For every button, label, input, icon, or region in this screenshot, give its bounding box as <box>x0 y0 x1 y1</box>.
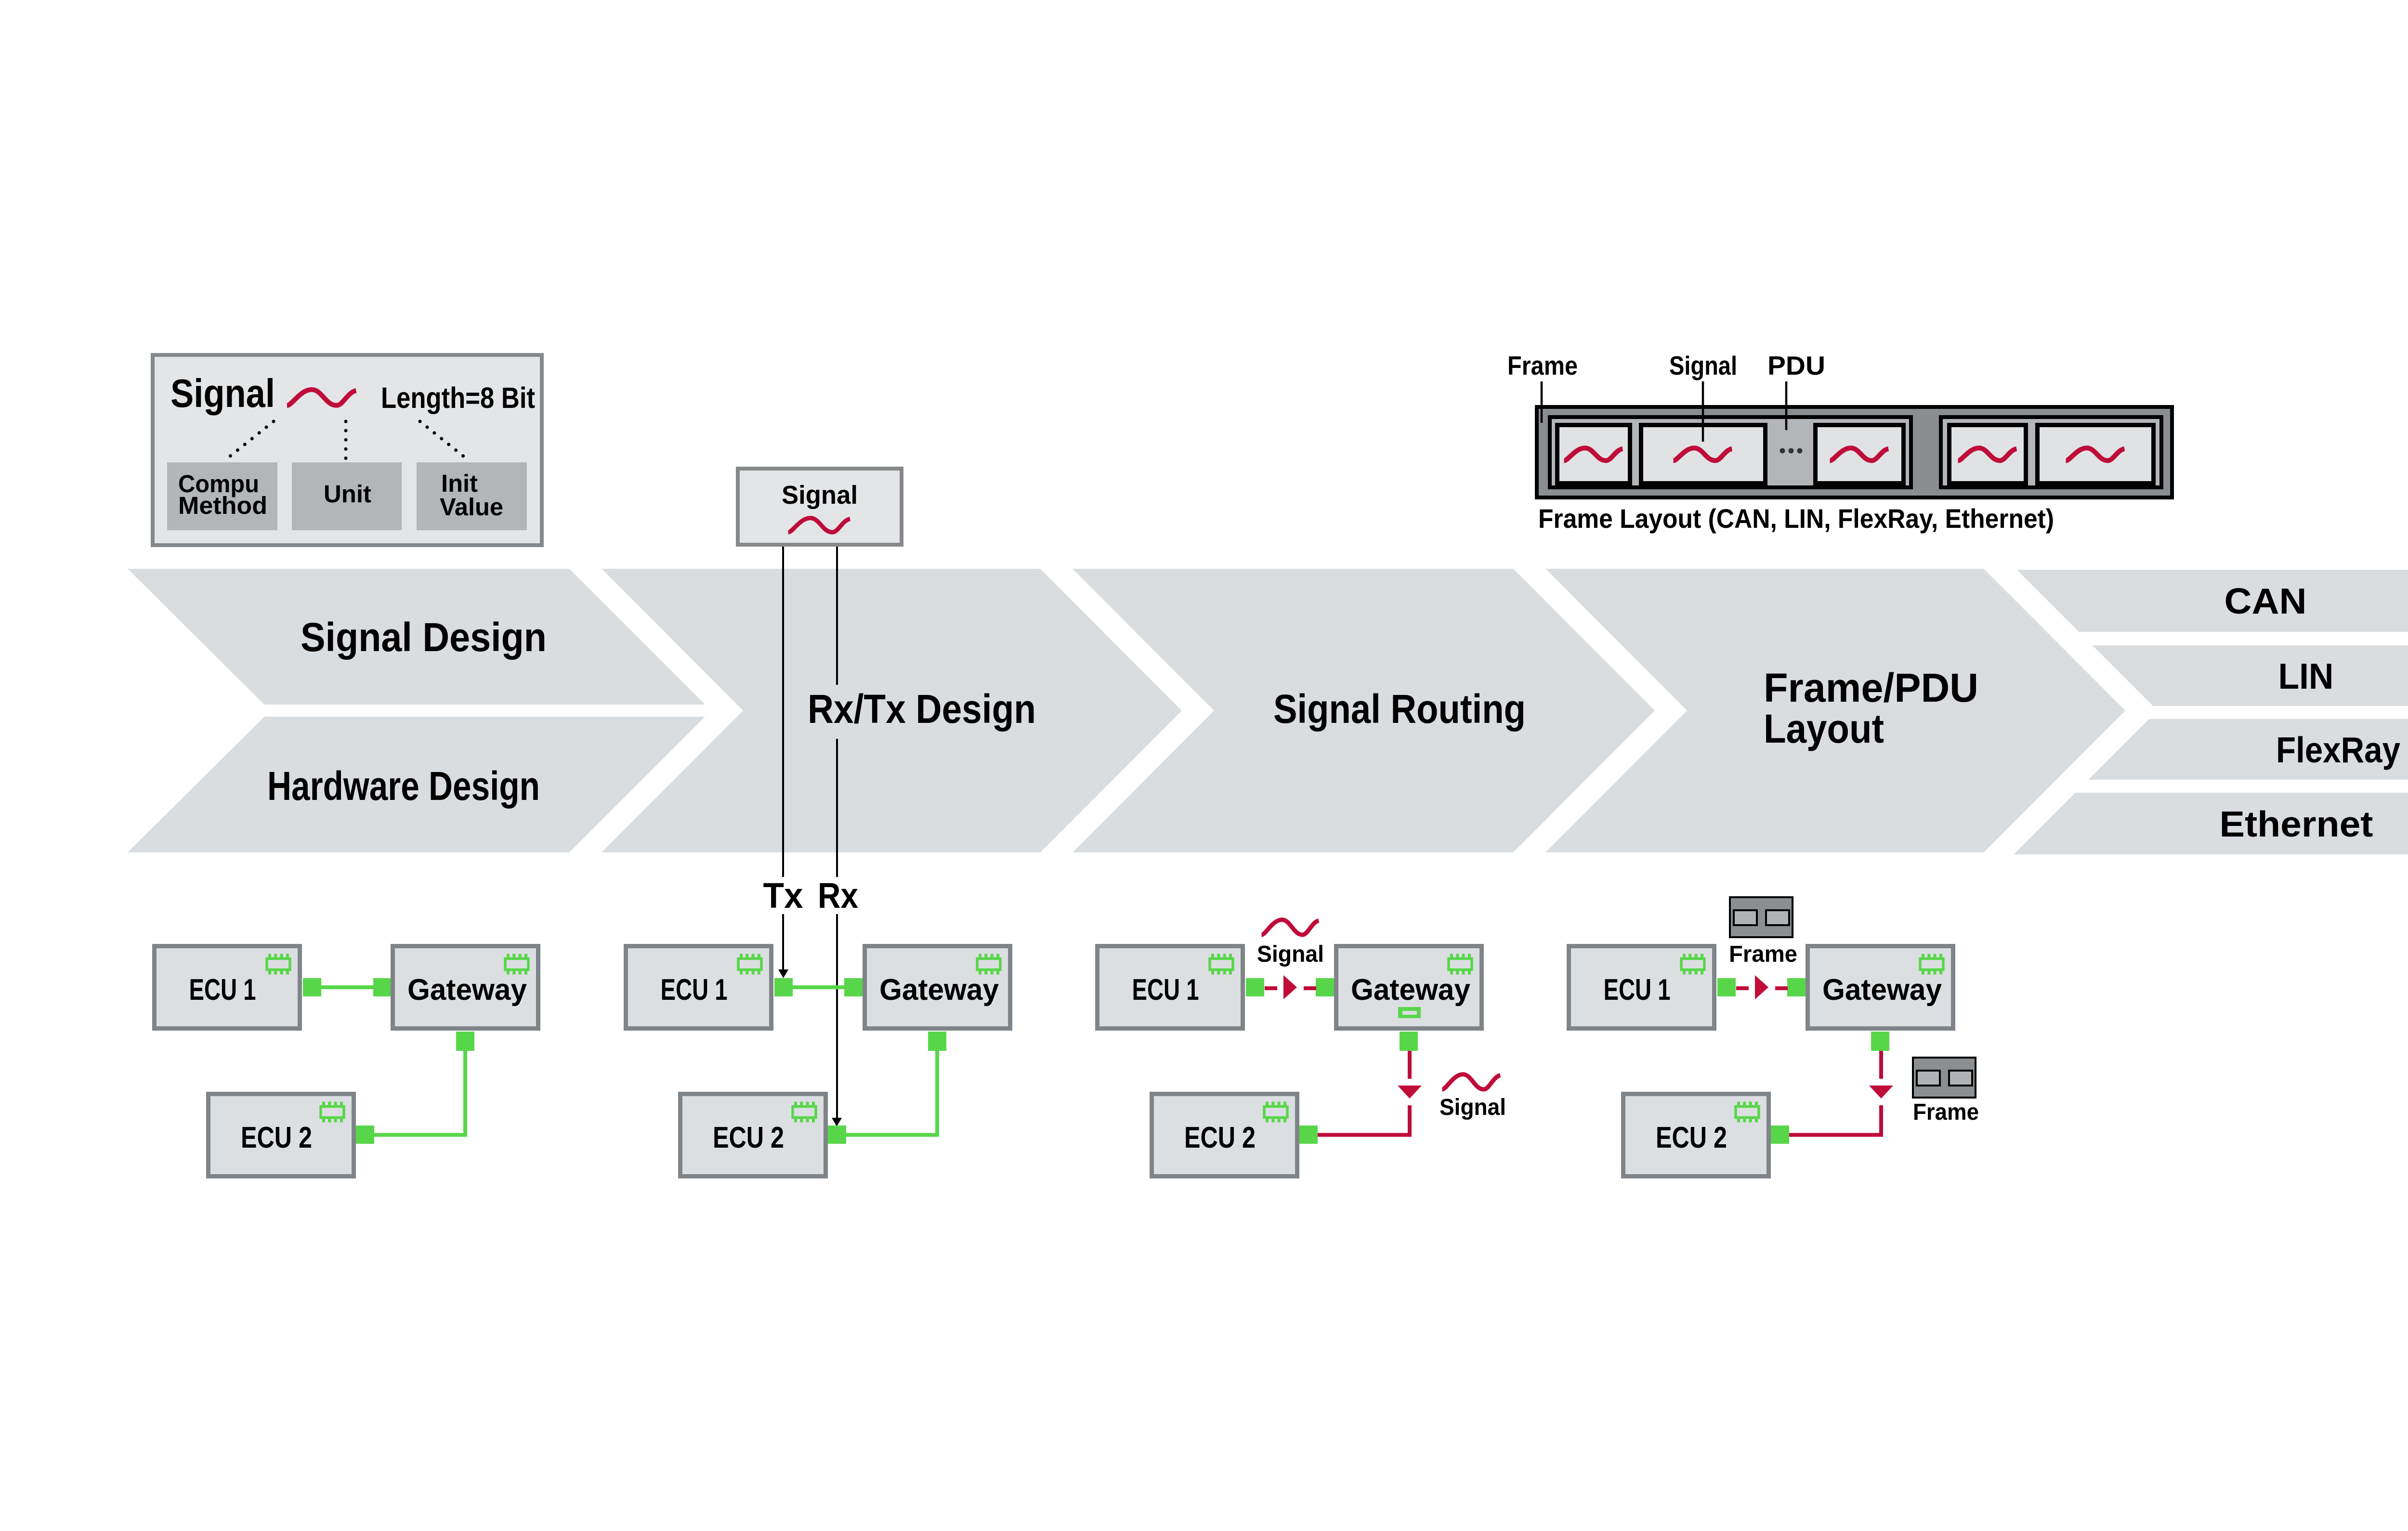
svg-text:ECU 1: ECU 1 <box>1132 973 1199 1007</box>
svg-text:PDU: PDU <box>1767 351 1825 380</box>
svg-text:Unit: Unit <box>324 480 371 508</box>
svg-text:Signal: Signal <box>782 481 858 510</box>
svg-text:Init: Init <box>441 470 478 497</box>
svg-text:ECU 1: ECU 1 <box>1604 973 1671 1007</box>
svg-text:Gateway: Gateway <box>1822 973 1942 1007</box>
svg-text:CAN: CAN <box>2225 581 2307 621</box>
svg-text:Compu: Compu <box>178 470 259 497</box>
svg-text:ECU 2: ECU 2 <box>1184 1121 1256 1154</box>
svg-text:Gateway: Gateway <box>407 973 527 1007</box>
svg-text:Frame: Frame <box>1913 1099 1979 1125</box>
svg-text:Tx: Tx <box>763 876 803 916</box>
svg-text:ECU 2: ECU 2 <box>1656 1121 1727 1154</box>
svg-text:Layout: Layout <box>1764 706 1884 751</box>
svg-text:ECU 2: ECU 2 <box>713 1121 784 1154</box>
svg-text:Method: Method <box>178 492 267 519</box>
svg-text:FlexRay: FlexRay <box>2276 730 2400 770</box>
svg-text:Value: Value <box>440 493 503 521</box>
svg-text:Hardware Design: Hardware Design <box>267 763 540 809</box>
svg-text:Frame Layout (CAN, LIN, FlexRa: Frame Layout (CAN, LIN, FlexRay, Etherne… <box>1538 503 2054 534</box>
svg-text:ECU 2: ECU 2 <box>241 1121 312 1154</box>
svg-text:ECU 1: ECU 1 <box>661 973 728 1007</box>
svg-text:Signal: Signal <box>1257 942 1324 967</box>
svg-text:Frame: Frame <box>1507 351 1578 380</box>
svg-text:Frame: Frame <box>1729 942 1797 967</box>
svg-text:Signal: Signal <box>170 371 275 416</box>
svg-text:Signal: Signal <box>1669 351 1737 380</box>
svg-text:Gateway: Gateway <box>1351 973 1470 1007</box>
svg-text:Signal Design: Signal Design <box>301 615 547 660</box>
svg-text:Gateway: Gateway <box>879 973 999 1007</box>
svg-text:Signal: Signal <box>1440 1095 1506 1120</box>
svg-text:Rx/Tx Design: Rx/Tx Design <box>808 686 1036 732</box>
svg-text:LIN: LIN <box>2278 656 2334 696</box>
svg-text:ECU 1: ECU 1 <box>189 973 256 1007</box>
svg-text:Frame/PDU: Frame/PDU <box>1764 665 1978 710</box>
svg-text:Length=8 Bit: Length=8 Bit <box>381 381 535 414</box>
svg-text:Ethernet: Ethernet <box>2220 804 2373 844</box>
svg-text:Signal Routing: Signal Routing <box>1273 686 1526 732</box>
svg-text:Rx: Rx <box>818 876 858 916</box>
